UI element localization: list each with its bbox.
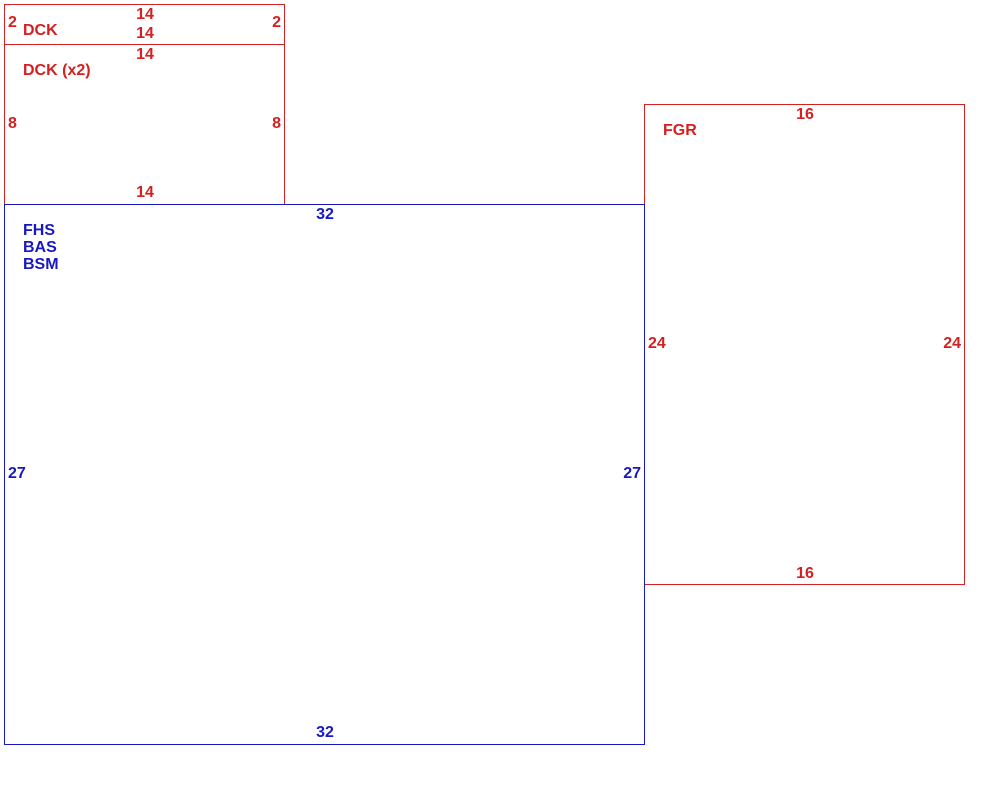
room-fgr: FGR 16 16 24 24 xyxy=(644,104,965,585)
dim-dck-right: 2 xyxy=(272,14,281,31)
room-dck-x2: DCK (x2) 14 14 8 8 xyxy=(4,44,285,205)
dim-dck-x2-bottom: 14 xyxy=(136,184,154,201)
room-dck: DCK 14 14 2 2 xyxy=(4,4,285,45)
dim-main-bottom: 32 xyxy=(316,724,334,741)
dim-main-right: 27 xyxy=(623,465,641,482)
dim-dck-x2-left: 8 xyxy=(8,115,17,132)
dim-dck-left: 2 xyxy=(8,14,17,31)
room-label-bas: BAS xyxy=(23,239,57,256)
room-labels-main: FHS BAS BSM xyxy=(23,222,59,273)
dim-main-left: 27 xyxy=(8,465,26,482)
room-label-bsm: BSM xyxy=(23,256,59,273)
dim-fgr-bottom: 16 xyxy=(796,565,814,582)
dim-fgr-top: 16 xyxy=(796,106,814,123)
dim-fgr-right: 24 xyxy=(943,335,961,352)
room-label-dck: DCK xyxy=(23,22,58,39)
dim-dck-top: 14 xyxy=(136,6,154,23)
room-label-fhs: FHS xyxy=(23,222,55,239)
room-main: FHS BAS BSM 32 32 27 27 xyxy=(4,204,645,745)
room-label-dck-x2: DCK (x2) xyxy=(23,62,91,79)
dim-dck-x2-top: 14 xyxy=(136,46,154,63)
room-label-fgr: FGR xyxy=(663,122,697,139)
dim-dck-bottom: 14 xyxy=(136,25,154,42)
dim-main-top: 32 xyxy=(316,206,334,223)
dim-fgr-left: 24 xyxy=(648,335,666,352)
dim-dck-x2-right: 8 xyxy=(272,115,281,132)
